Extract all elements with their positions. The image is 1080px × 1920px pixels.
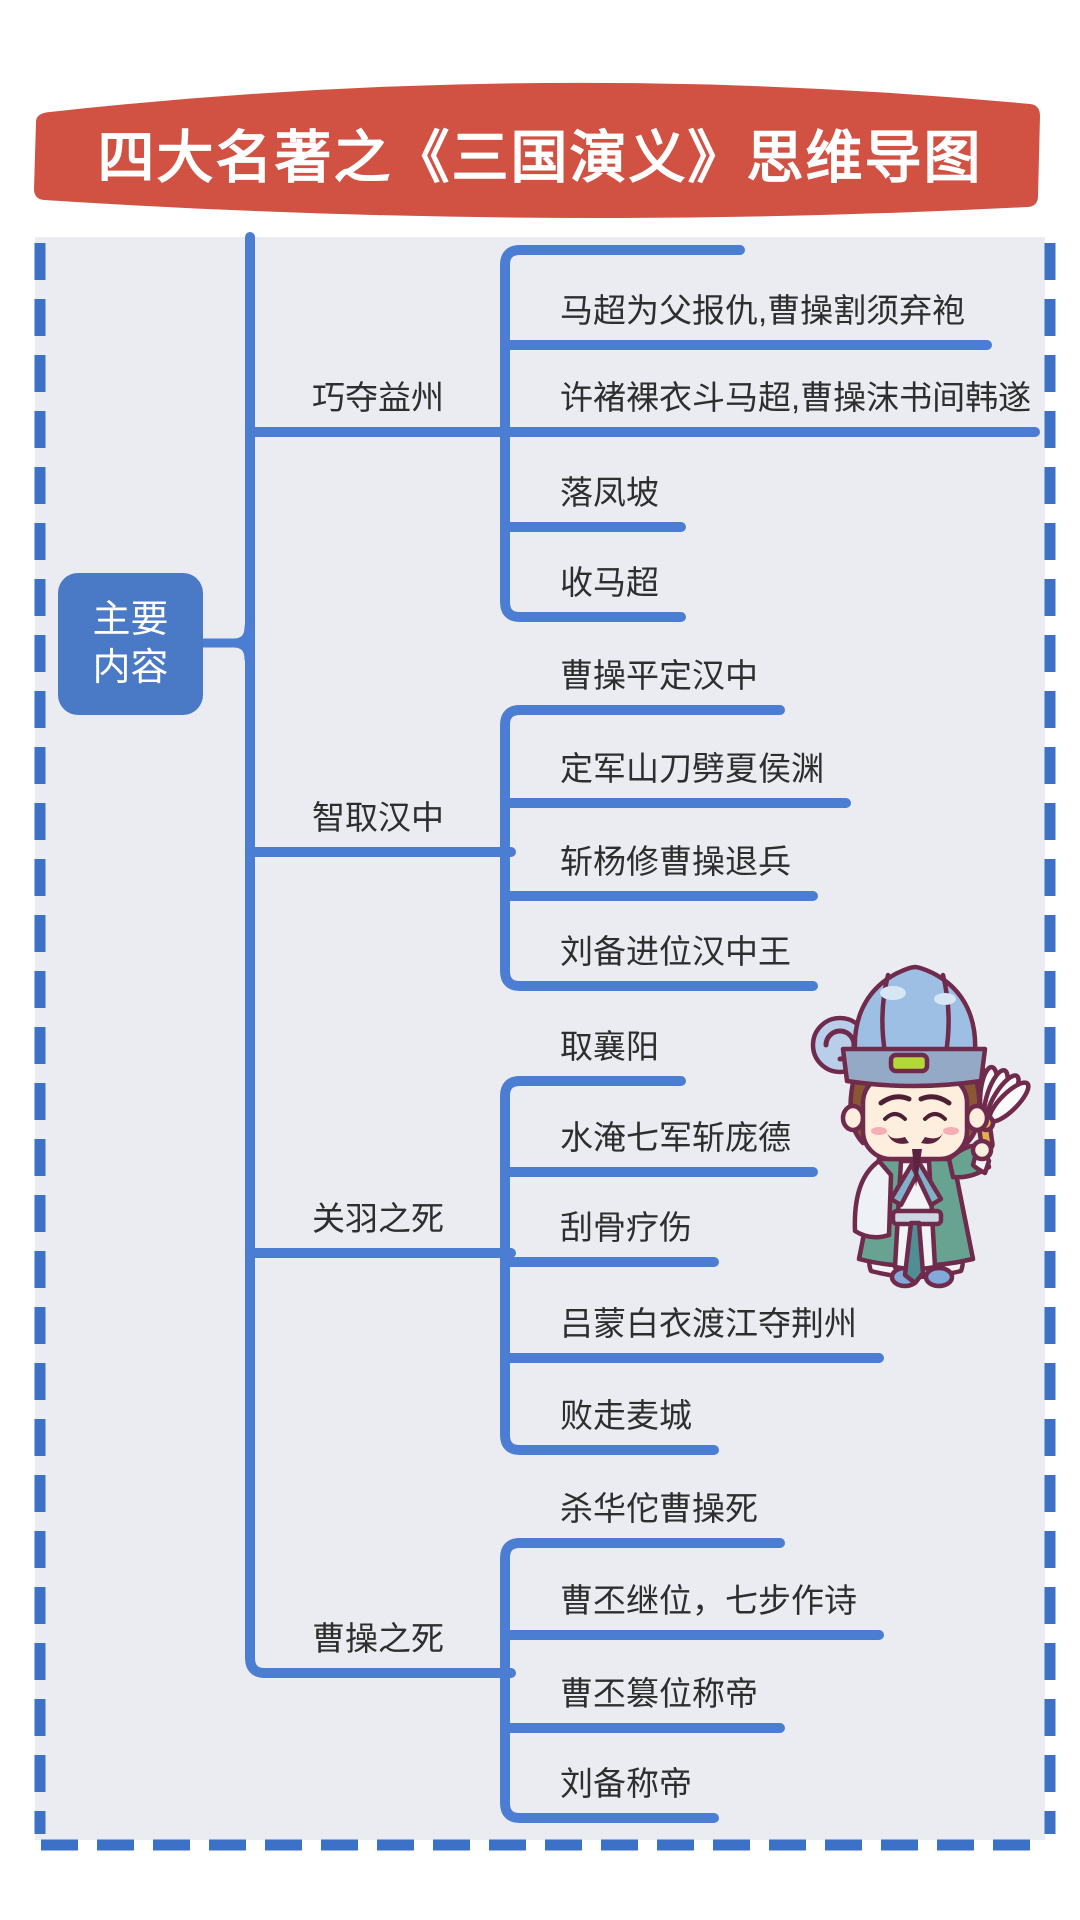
branch-label-2[interactable]: 关羽之死 xyxy=(312,1200,444,1237)
dashed-border xyxy=(34,243,1056,1851)
connector-line xyxy=(228,638,254,664)
mascot-hand xyxy=(970,1138,994,1162)
scholar-hat-icon xyxy=(810,964,988,1089)
leaf-node-3-2[interactable]: 曹丕篡位称帝 xyxy=(560,1675,758,1712)
zhuge-liang-mascot xyxy=(810,964,1031,1289)
leaf-node-1-0[interactable]: 曹操平定汉中 xyxy=(560,657,758,694)
connector-lines xyxy=(198,232,1040,1823)
leaf-node-3-3[interactable]: 刘备称帝 xyxy=(560,1765,692,1802)
root-node-label-line2: 内容 xyxy=(92,647,169,689)
title-banner: 四大名著之《三国演义》思维导图 xyxy=(0,0,1080,240)
root-node-label-line1: 主要 xyxy=(92,599,169,641)
leaf-node-2-4[interactable]: 败走麦城 xyxy=(560,1397,692,1434)
leaf-node-2-3[interactable]: 吕蒙白衣渡江夺荆州 xyxy=(560,1305,857,1342)
leaf-node-0-0[interactable]: 马超为父报仇,曹操割须弃袍 xyxy=(560,292,966,329)
page-title: 四大名著之《三国演义》思维导图 xyxy=(97,126,983,190)
leaf-node-0-1[interactable]: 许褚裸衣斗马超,曹操沫书间韩遂 xyxy=(560,379,1032,416)
leaf-node-1-1[interactable]: 定军山刀劈夏侯渊 xyxy=(560,750,824,787)
leaf-node-3-1[interactable]: 曹丕继位，七步作诗 xyxy=(560,1582,857,1619)
leaf-node-2-2[interactable]: 刮骨疗伤 xyxy=(560,1209,692,1246)
leaf-node-0-2[interactable]: 落凤坡 xyxy=(560,474,659,511)
mascot-goatee xyxy=(912,1149,922,1187)
root-node-main-content[interactable]: 主要 内容 xyxy=(58,573,203,715)
leaf-node-1-3[interactable]: 刘备进位汉中王 xyxy=(560,933,791,970)
banner-ribbon-shape xyxy=(34,82,1040,218)
mascot-mustache xyxy=(887,1133,943,1144)
mascot-left-sleeve xyxy=(852,1158,894,1240)
leaf-node-2-0[interactable]: 取襄阳 xyxy=(560,1028,659,1065)
leaf-node-3-0[interactable]: 杀华佗曹操死 xyxy=(560,1490,758,1527)
branch-label-0[interactable]: 巧夺益州 xyxy=(312,379,444,416)
branch-label-3[interactable]: 曹操之死 xyxy=(312,1620,444,1657)
leaf-node-2-1[interactable]: 水淹七军斩庞德 xyxy=(560,1119,791,1156)
leaf-node-0-3[interactable]: 收马超 xyxy=(560,564,659,601)
branch-label-1[interactable]: 智取汉中 xyxy=(312,799,444,836)
mascot-shoe-right xyxy=(923,1265,955,1289)
leaf-node-1-2[interactable]: 斩杨修曹操退兵 xyxy=(560,843,791,880)
connector-line xyxy=(245,232,516,1678)
connector-line xyxy=(500,1538,785,1823)
